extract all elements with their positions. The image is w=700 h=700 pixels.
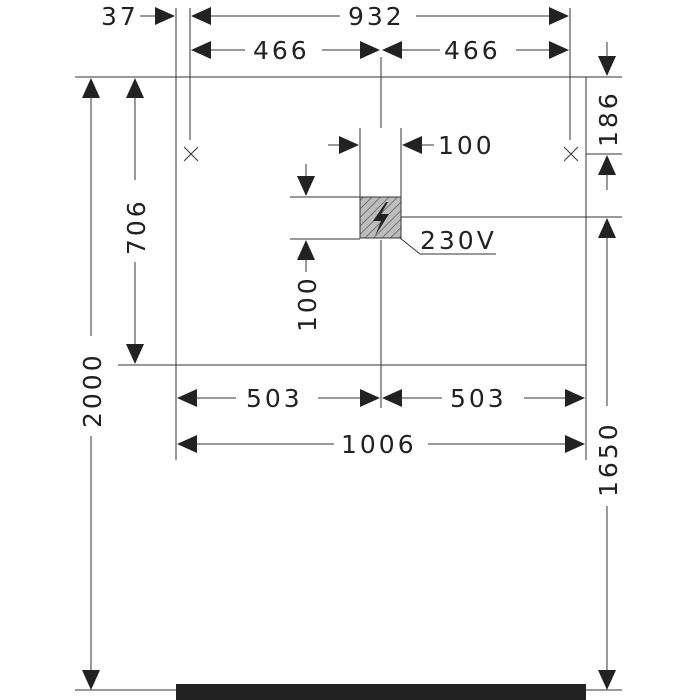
dim-label-503-right: 503: [450, 384, 507, 413]
arrow: [191, 41, 211, 59]
arrow: [297, 176, 315, 196]
dim-label-1650: 1650: [594, 421, 623, 497]
voltage-label: 230V: [420, 226, 497, 255]
arrow: [549, 7, 569, 25]
arrow: [360, 41, 380, 59]
arrow: [565, 435, 585, 453]
voltage-leader: [399, 237, 421, 255]
dim-label-706: 706: [122, 198, 151, 255]
arrow: [191, 7, 211, 25]
arrow: [360, 389, 380, 407]
arrow: [82, 78, 100, 98]
arrow: [549, 41, 569, 59]
arrow: [598, 155, 616, 175]
dim-label-box-height: 100: [293, 275, 322, 332]
arrow: [126, 78, 144, 98]
floor-bar: [176, 684, 586, 700]
dim-label-503-left: 503: [246, 384, 303, 413]
arrow: [297, 240, 315, 260]
arrow: [177, 389, 197, 407]
arrow: [402, 136, 422, 154]
arrow: [382, 41, 402, 59]
arrow: [382, 389, 402, 407]
dim-label-1006: 1006: [341, 430, 417, 459]
dim-label-37: 37: [101, 2, 139, 31]
cross-mark-icon: [183, 146, 199, 162]
dim-label-box-width: 100: [438, 131, 495, 160]
dim-label-466-left: 466: [253, 36, 310, 65]
arrow: [598, 218, 616, 238]
dim-label-186: 186: [594, 90, 623, 147]
arrow: [177, 435, 197, 453]
dim-label-932: 932: [348, 2, 405, 31]
arrow: [82, 670, 100, 690]
arrow: [155, 7, 175, 25]
arrow: [565, 389, 585, 407]
dim-label-2000: 2000: [78, 352, 107, 428]
electrical-hazard-icon: [359, 196, 402, 239]
arrow: [598, 670, 616, 690]
arrow: [126, 344, 144, 364]
arrow: [339, 136, 359, 154]
cross-mark-icon: [563, 146, 579, 162]
dim-label-466-right: 466: [444, 36, 501, 65]
arrow: [598, 56, 616, 76]
